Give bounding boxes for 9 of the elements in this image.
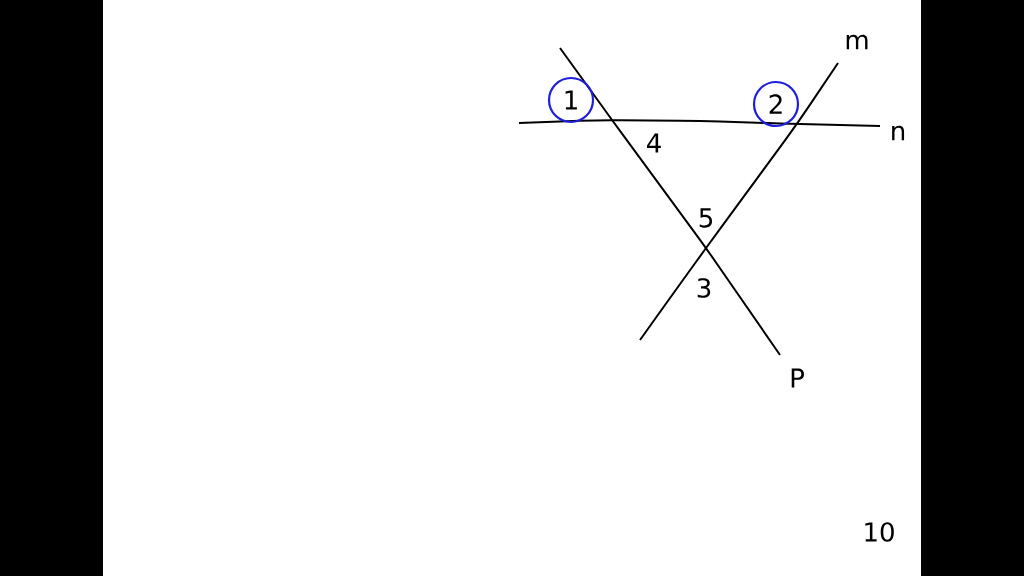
label: n — [892, 125, 905, 141]
label: 4 — [647, 133, 661, 153]
circled-number: 2 — [752, 80, 800, 128]
label: 3 — [697, 278, 711, 298]
label: 10 — [865, 522, 894, 542]
label: m — [846, 34, 868, 50]
circled-number: 1 — [547, 76, 595, 124]
label: 5 — [699, 208, 712, 228]
label: P — [791, 368, 804, 388]
